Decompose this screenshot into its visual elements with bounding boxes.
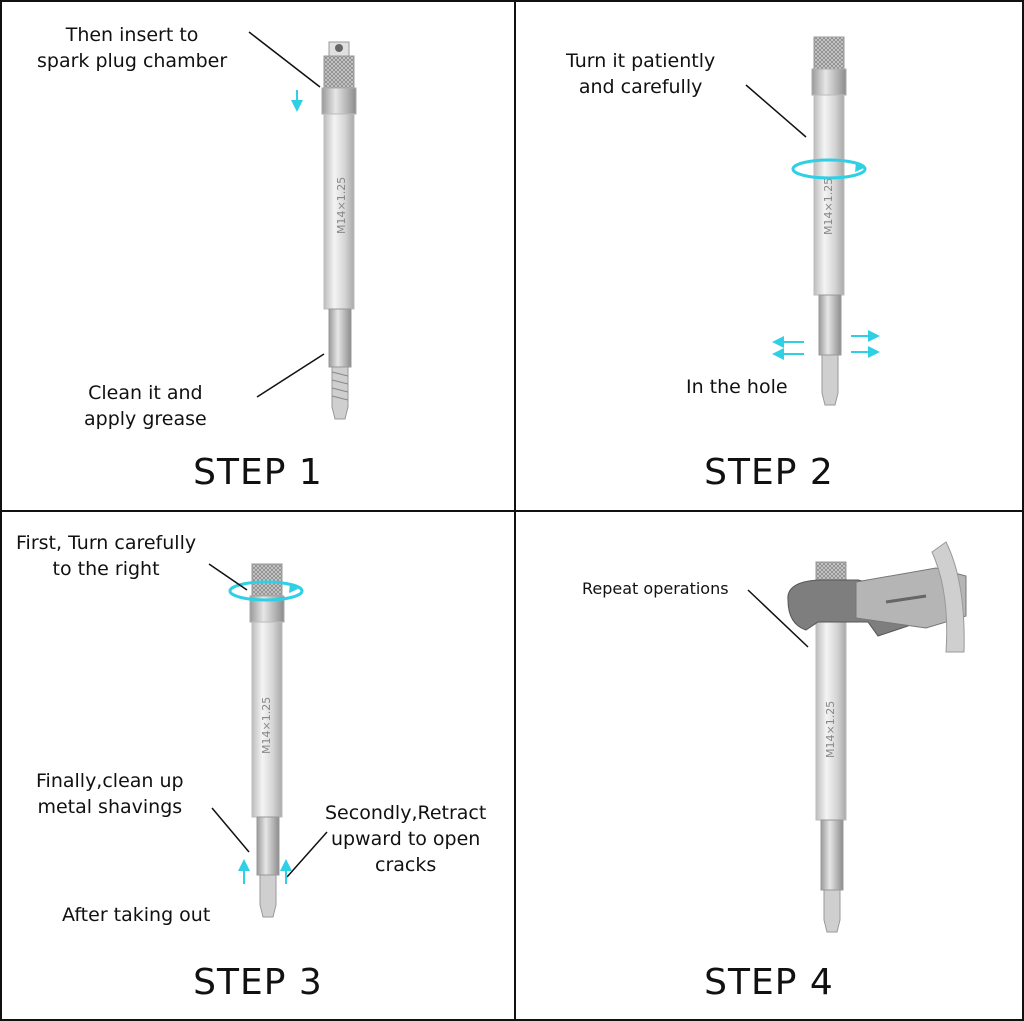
step-3-illustration bbox=[208, 563, 328, 918]
step-4-title: STEP 4 bbox=[704, 962, 834, 1003]
step-1-title: STEP 1 bbox=[193, 452, 323, 493]
tool-marking: M14×1.25 bbox=[822, 177, 835, 235]
label-insert: Then insert to spark plug chamber bbox=[37, 24, 228, 72]
tool-marking: M14×1.25 bbox=[335, 176, 348, 234]
step-3-title: STEP 3 bbox=[193, 962, 323, 1003]
rotate-arrowhead-icon bbox=[289, 583, 298, 593]
step-1-panel: Then insert to spark plug chamber Clean … bbox=[0, 0, 516, 512]
label-repeat: Repeat operations bbox=[582, 579, 729, 598]
spark-plug-tool bbox=[811, 36, 847, 406]
leader-line bbox=[208, 563, 248, 591]
tool-marking: M14×1.25 bbox=[824, 700, 837, 758]
leader-line bbox=[745, 84, 807, 138]
leader-line bbox=[747, 589, 809, 648]
leader-line bbox=[286, 831, 328, 878]
step-3-panel: First, Turn carefully to the right Final… bbox=[0, 510, 516, 1021]
step-2-title: STEP 2 bbox=[704, 452, 834, 493]
label-finally-clean: Finally,clean up metal shavings bbox=[36, 770, 184, 818]
step-1-illustration bbox=[248, 31, 357, 420]
label-in-hole: In the hole bbox=[686, 376, 788, 398]
rotate-arrow-icon bbox=[791, 158, 867, 180]
spark-plug-tool bbox=[321, 41, 357, 420]
leader-line bbox=[211, 807, 250, 853]
leader-line bbox=[256, 353, 325, 398]
rotate-right-arrow-icon bbox=[228, 580, 304, 602]
label-clean: Clean it and apply grease bbox=[84, 382, 207, 430]
step-4-illustration bbox=[747, 541, 967, 933]
rotate-arrowhead-icon bbox=[855, 162, 864, 172]
wrench-icon bbox=[787, 541, 967, 653]
label-after-taking-out: After taking out bbox=[62, 904, 211, 926]
step-2-illustration bbox=[745, 36, 880, 406]
leader-line bbox=[248, 31, 321, 88]
label-first-turn: First, Turn carefully to the right bbox=[16, 532, 197, 580]
step-2-panel: Turn it patiently and carefully In the h… bbox=[514, 0, 1024, 512]
spark-plug-tool bbox=[813, 561, 849, 933]
step-4-panel: Repeat operations M14×1.25 STEP 4 bbox=[514, 510, 1024, 1021]
label-secondly-retract: Secondly,Retract upward to open cracks bbox=[325, 802, 487, 876]
tool-marking: M14×1.25 bbox=[260, 696, 273, 754]
label-turn: Turn it patiently and carefully bbox=[566, 50, 716, 98]
